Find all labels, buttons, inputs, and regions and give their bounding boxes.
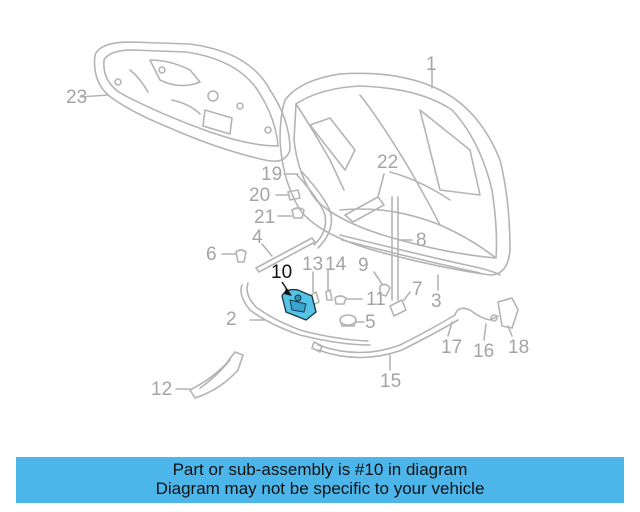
callout-3: 3 <box>431 291 442 312</box>
callout-5: 5 <box>365 312 376 333</box>
callout-15: 15 <box>380 371 402 392</box>
callout-22: 22 <box>377 152 399 173</box>
callout-8: 8 <box>416 230 427 251</box>
callout-11: 11 <box>366 289 386 310</box>
callout-19: 19 <box>261 164 283 185</box>
clip-6 <box>221 249 247 263</box>
hood-latch-10-highlighted <box>281 281 317 321</box>
latch-support-2 <box>240 282 371 346</box>
seal-strip-4 <box>255 237 316 273</box>
banner-line-disclaimer: Diagram may not be specific to your vehi… <box>155 479 485 498</box>
release-cable-15 <box>311 314 459 371</box>
bumper-5 <box>339 314 365 327</box>
release-handle-16 <box>469 309 499 341</box>
info-banner: Part or sub-assembly is #10 in diagram D… <box>16 457 624 503</box>
latch-bracket-12 <box>175 351 244 399</box>
parts-diagram <box>79 41 519 399</box>
callout-7: 7 <box>412 279 423 300</box>
cable-end-17 <box>447 307 471 337</box>
callout-12: 12 <box>151 379 173 400</box>
clip-11 <box>334 295 363 305</box>
release-handle-bezel-18 <box>497 297 519 337</box>
hood-seal-3 <box>339 234 501 291</box>
callout-14: 14 <box>325 254 347 275</box>
banner-line-part: Part or sub-assembly is #10 in diagram <box>172 460 468 479</box>
hood-insulator-pad-23 <box>79 41 291 163</box>
callout-16: 16 <box>473 341 495 362</box>
bolt-21 <box>277 207 305 219</box>
callout-2: 2 <box>226 309 237 330</box>
callout-9: 9 <box>358 255 369 276</box>
prop-rod-bracket-22 <box>344 173 385 223</box>
callout-1: 1 <box>426 54 437 75</box>
callout-4: 4 <box>252 227 263 248</box>
bracket-14 <box>325 269 333 301</box>
bumper-9 <box>373 271 391 297</box>
clip-20 <box>275 189 301 201</box>
callout-21: 21 <box>254 207 276 228</box>
callout-17: 17 <box>441 337 463 358</box>
callout-13: 13 <box>302 254 324 275</box>
callout-10: 10 <box>271 262 293 283</box>
bracket-7 <box>389 291 411 317</box>
callout-23: 23 <box>66 87 88 108</box>
callout-20: 20 <box>249 185 271 206</box>
callout-18: 18 <box>508 337 530 358</box>
seal-strip-19 <box>283 171 333 249</box>
hood-panel-1 <box>279 69 511 276</box>
callout-6: 6 <box>206 244 217 265</box>
